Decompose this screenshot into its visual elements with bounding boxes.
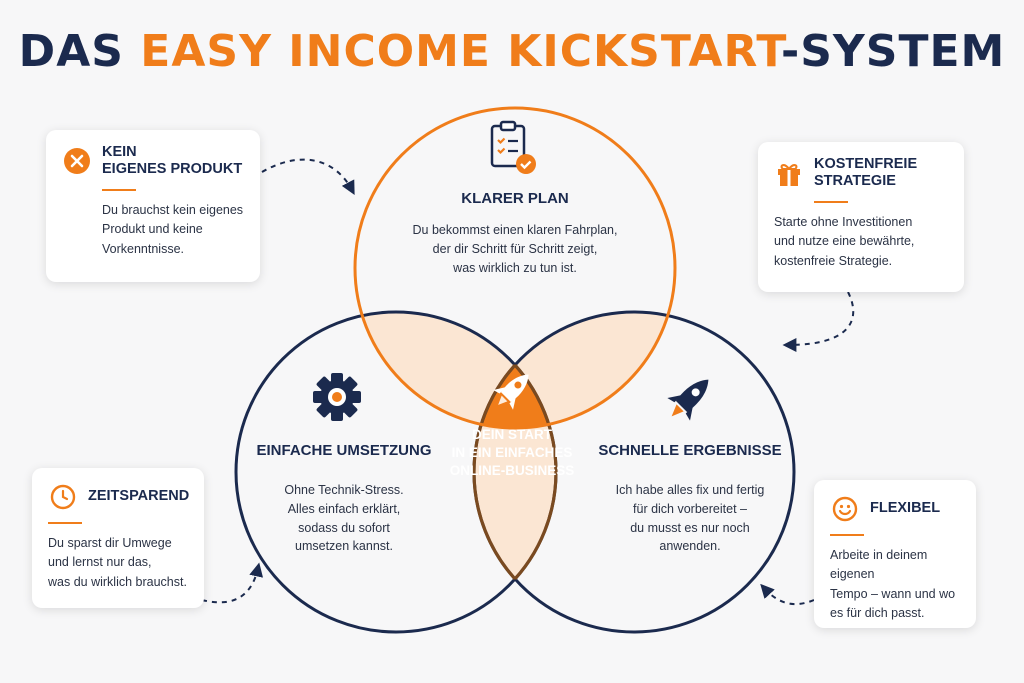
lens-arc-left xyxy=(474,312,558,632)
card-zeitsparend: ZEITSPAREND Du sparst dir Umwege und ler… xyxy=(32,468,204,608)
circle-right-body: Ich habe alles fix und fertig für dich v… xyxy=(615,483,765,554)
circle-left-body: Ohne Technik-Stress. Alles einfach erklä… xyxy=(284,483,404,554)
circle-top-outline xyxy=(353,106,677,430)
title-accent: EASY INCOME KICKSTART xyxy=(140,26,781,77)
circle-top-body: Du bekommst einen klaren Fahrplan, der d… xyxy=(412,223,618,275)
card-title: ZEITSPAREND xyxy=(88,488,190,505)
page-title: DAS EASY INCOME KICKSTART-SYSTEM xyxy=(0,26,1024,77)
card-underline xyxy=(102,188,136,191)
gift-icon xyxy=(774,158,804,188)
gear-icon xyxy=(313,373,361,421)
arrow-bottom-right xyxy=(760,583,815,606)
card-body: Arbeite in deinem eigenen Tempo – wann u… xyxy=(830,548,956,621)
circle-left-heading: EINFACHE UMSETZUNG xyxy=(256,442,432,459)
lens-arc-right xyxy=(472,312,556,632)
card-kein-eigenes-produkt: KEIN EIGENES PRODUKT Du brauchst kein ei… xyxy=(46,130,260,282)
overlap-top-right xyxy=(474,312,675,428)
rocket-icon xyxy=(667,379,709,421)
circle-right-heading: SCHNELLE ERGEBNISSE xyxy=(598,442,782,459)
clipboard-check-icon xyxy=(490,120,536,174)
card-flexibel: FLEXIBEL Arbeite in deinem eigenen Tempo… xyxy=(814,480,976,628)
center-label: DEIN START IN EIN EINFACHES ONLINE-BUSIN… xyxy=(449,427,575,479)
center-rocket-icon xyxy=(493,374,529,410)
circle-top-text: KLARER PLAN Du bekommst einen klaren Fah… xyxy=(375,190,655,277)
card-kostenfreie-strategie: KOSTENFREIE STRATEGIE Starte ohne Invest… xyxy=(758,142,964,292)
title-part-3: -SYSTEM xyxy=(780,26,1006,77)
overlap-top-left xyxy=(355,312,556,428)
title-part-1: DAS xyxy=(18,26,141,77)
arrow-bottom-left xyxy=(201,562,264,604)
clock-icon xyxy=(48,482,78,512)
circle-left-text: EINFACHE UMSETZUNG Ohne Technik-Stress. … xyxy=(246,442,442,556)
card-title: KOSTENFREIE STRATEGIE xyxy=(814,156,918,190)
close-circle-icon xyxy=(62,146,92,176)
smiley-icon xyxy=(830,494,860,524)
card-underline xyxy=(48,522,82,524)
arrow-top-left xyxy=(261,158,355,195)
card-body: Du brauchst kein eigenes Produkt und kei… xyxy=(102,202,244,256)
card-body: Du sparst dir Umwege und lernst nur das,… xyxy=(48,536,187,589)
card-underline xyxy=(830,534,864,536)
card-title: KEIN EIGENES PRODUKT xyxy=(102,144,243,178)
card-body: Starte ohne Investitionen und nutze eine… xyxy=(774,214,915,268)
arrow-top-right xyxy=(782,291,855,352)
card-underline xyxy=(814,200,848,203)
card-title: FLEXIBEL xyxy=(870,500,941,517)
circle-right-text: SCHNELLE ERGEBNISSE Ich habe alles fix u… xyxy=(590,442,790,556)
circle-top-heading: KLARER PLAN xyxy=(461,190,569,207)
